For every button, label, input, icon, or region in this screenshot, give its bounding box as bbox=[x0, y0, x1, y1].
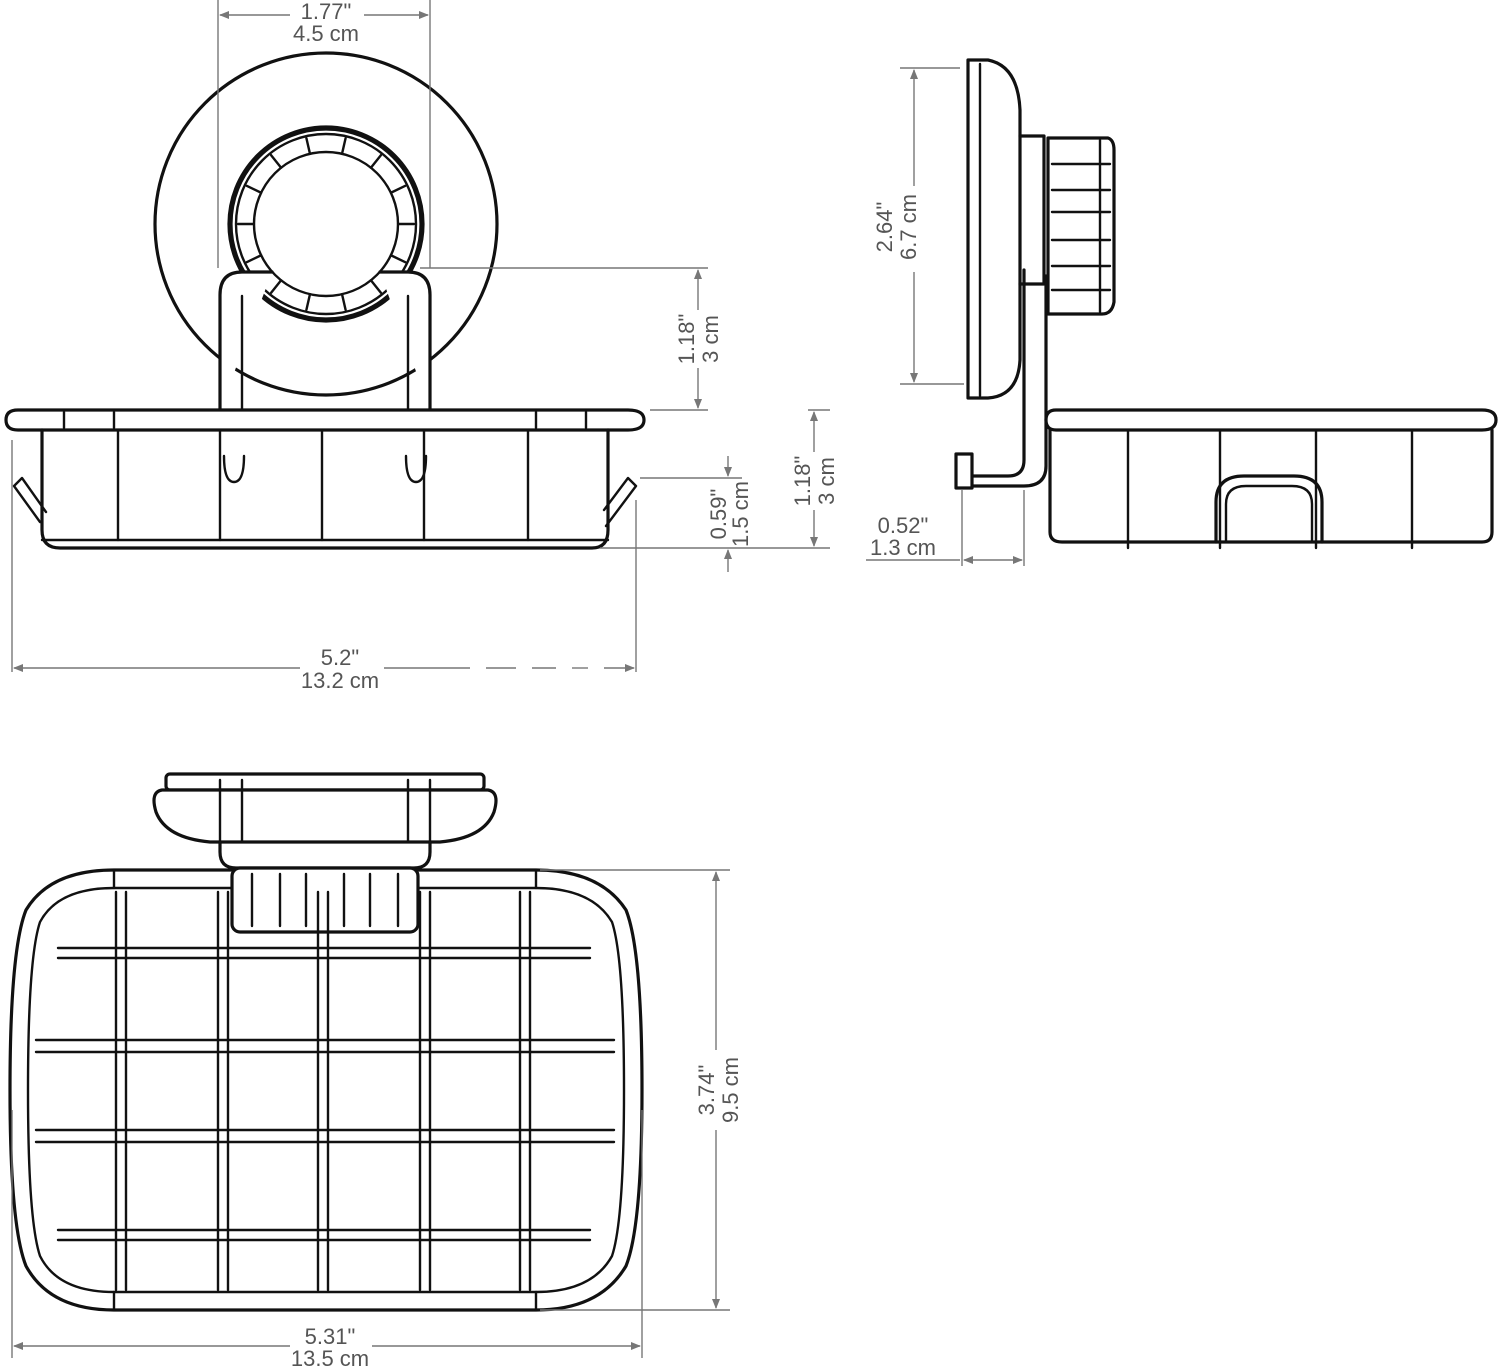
side-basket-body bbox=[1048, 428, 1494, 544]
knob bbox=[227, 125, 425, 323]
dim-lip-height-metric: 1.5 cm bbox=[728, 481, 753, 547]
bracket-left bbox=[218, 270, 274, 412]
dim-top-width-imperial: 5.31" bbox=[305, 1324, 356, 1349]
knob-tooth bbox=[305, 137, 312, 156]
basket-rim bbox=[4, 408, 646, 432]
dim-mount-height-metric: 3 cm bbox=[698, 315, 723, 363]
dim-front-width-imperial: 1.77" bbox=[301, 0, 352, 24]
top-vertical-wires bbox=[114, 890, 532, 1292]
top-knob bbox=[230, 866, 420, 934]
side-hook-arm bbox=[966, 268, 1026, 478]
basket-front-wires bbox=[116, 428, 530, 542]
basket-left-tab bbox=[12, 476, 48, 524]
side-basket-rim bbox=[1044, 408, 1498, 432]
knob-tooth bbox=[305, 292, 312, 311]
top-view: 3.74" 9.5 cm 5.31" 13.5 cm bbox=[8, 772, 743, 1371]
dim-total-width-imperial: 5.2" bbox=[321, 645, 359, 670]
hook-right bbox=[404, 454, 428, 484]
top-suction-cup bbox=[152, 788, 498, 844]
dim-top-depth-imperial: 3.74" bbox=[694, 1065, 719, 1116]
knob-tooth bbox=[369, 279, 383, 295]
knob-tooth bbox=[389, 254, 407, 264]
side-suction-plate bbox=[966, 58, 1022, 400]
dim-top-width-metric: 13.5 cm bbox=[291, 1346, 369, 1371]
knob-tooth bbox=[369, 153, 383, 169]
suction-cup-outer-ring bbox=[153, 51, 499, 397]
basket-body bbox=[40, 428, 610, 550]
bracket-right bbox=[378, 270, 432, 412]
dim-total-width-metric: 13.2 cm bbox=[301, 668, 379, 693]
side-hook-tip bbox=[954, 452, 974, 490]
knob-tooth bbox=[269, 153, 283, 169]
side-view: 2.64" 6.7 cm 0.52" 1.3 cm bbox=[866, 58, 1498, 566]
suction-cup-inner-ring bbox=[229, 127, 423, 321]
hook-left bbox=[222, 454, 246, 484]
dim-front-width-metric: 4.5 cm bbox=[293, 21, 359, 46]
dim-lip-height-imperial: 0.59" bbox=[706, 489, 731, 540]
dim-side-height-metric: 6.7 cm bbox=[896, 194, 921, 260]
knob-tooth bbox=[340, 137, 347, 156]
knob-tooth bbox=[245, 184, 263, 194]
basket-right-tab bbox=[602, 476, 638, 528]
side-knob bbox=[1046, 136, 1116, 316]
dim-basket-height-metric: 3 cm bbox=[814, 457, 839, 505]
dim-mount-height-imperial: 1.18" bbox=[674, 314, 699, 365]
top-horizontal-bars bbox=[34, 946, 616, 1242]
dim-basket-height-imperial: 1.18" bbox=[790, 456, 815, 507]
knob-tooth bbox=[389, 184, 407, 194]
dim-side-depth-imperial: 0.52" bbox=[878, 513, 929, 538]
knob-tooth bbox=[245, 254, 263, 264]
top-suction-edge bbox=[164, 772, 486, 792]
dim-top-depth-metric: 9.5 cm bbox=[718, 1057, 743, 1123]
side-knob-base bbox=[1018, 134, 1046, 286]
front-view: 1.77" 4.5 cm 1.18" 3 cm 1.18" 3 cm 0.59"… bbox=[4, 0, 839, 693]
dim-side-depth-metric: 1.3 cm bbox=[870, 535, 936, 560]
dim-side-height-imperial: 2.64" bbox=[872, 202, 897, 253]
knob-tooth bbox=[269, 279, 283, 295]
top-basket-outer bbox=[8, 868, 644, 1312]
knob-tooth bbox=[340, 292, 347, 311]
side-basket-loop bbox=[1214, 474, 1324, 544]
top-knob-collar bbox=[218, 840, 432, 870]
